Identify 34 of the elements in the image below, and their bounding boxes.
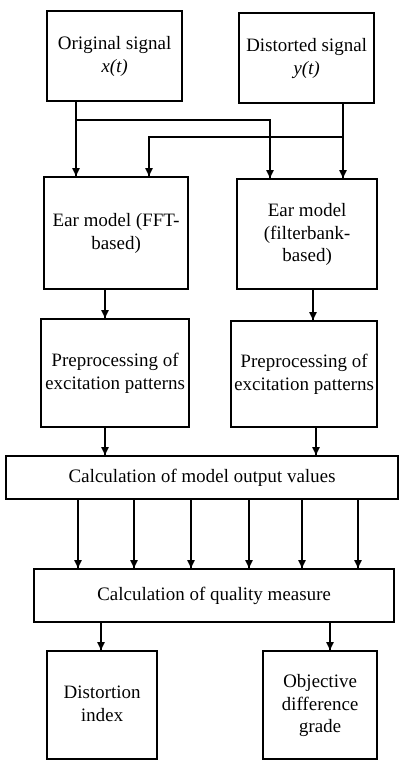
box-label: Preprocessing of excitation patterns [234, 351, 374, 397]
arrow [75, 102, 274, 178]
arrow [130, 500, 138, 568]
process-box [46, 10, 183, 102]
box-label: Calculation of model output values [68, 466, 336, 489]
box-label: Ear model (filterbank-based) [262, 200, 352, 268]
process-box [40, 318, 190, 428]
arrow [187, 500, 195, 568]
arrow [74, 500, 82, 568]
box-label: Calculation of quality measure [97, 584, 331, 607]
arrow [354, 500, 362, 568]
arrow [97, 623, 105, 650]
arrow [101, 428, 109, 455]
arrow [326, 623, 334, 650]
process-box [46, 650, 158, 760]
process-box [5, 455, 399, 500]
box-label: Objective difference grade [280, 670, 360, 740]
box-label: Preprocessing of excitation patterns [44, 350, 186, 396]
box-label: Original signal x(t) [56, 33, 172, 79]
box-label: Ear model (FFT-based) [51, 210, 180, 256]
arrow [312, 428, 320, 455]
arrow [309, 290, 317, 320]
process-box [238, 12, 375, 104]
box-label: Distorted signal y(t) [245, 35, 368, 81]
process-box [262, 650, 378, 760]
process-box [236, 178, 378, 290]
box-label: Distortion index [62, 682, 142, 728]
process-box [33, 568, 395, 623]
process-box [230, 320, 378, 428]
arrow [298, 500, 306, 568]
process-box [43, 176, 189, 290]
arrow [339, 104, 347, 178]
arrow [245, 500, 253, 568]
arrow [101, 290, 109, 318]
